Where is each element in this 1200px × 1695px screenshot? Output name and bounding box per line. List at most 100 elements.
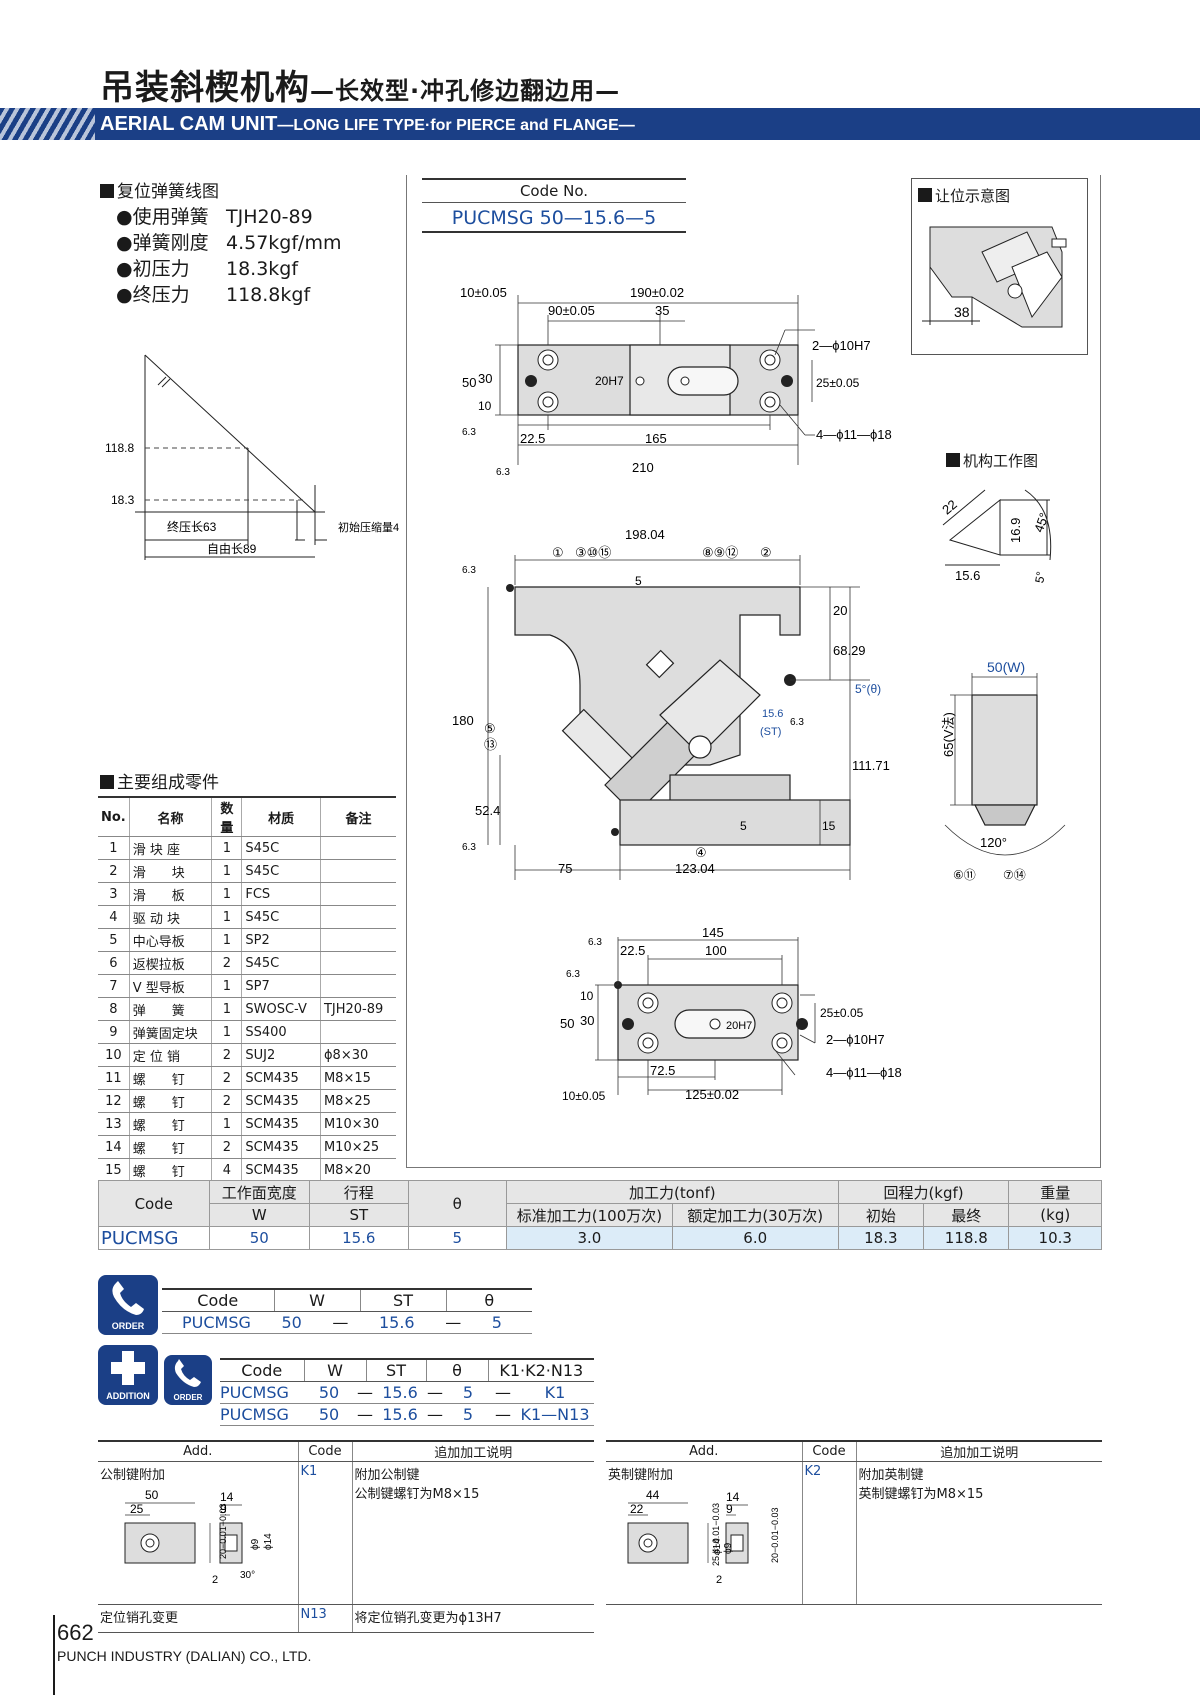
bottom-dim-5: 6.3 (566, 969, 580, 980)
front-dim-11: 180 (452, 713, 474, 728)
working-title-text: 机构工作图 (963, 452, 1039, 470)
order-sep: — (332, 1312, 349, 1332)
part-qty: 2 (211, 1043, 242, 1067)
add-h-code: Code (220, 1358, 304, 1382)
part-remark: M10×25 (319, 1135, 396, 1159)
front-dim-24: 123.04 (675, 861, 715, 876)
front-dim-21: ④ (695, 845, 707, 860)
addr-r1-cell: 英制键附加 44 22 14 9 25.4−0.01−0.03 (606, 1461, 802, 1605)
front-dim-20: 15 (822, 819, 836, 833)
band-stripes (0, 108, 95, 140)
addr-r1-desc2: 英制键螺钉为M8×15 (858, 1487, 984, 1502)
order2-sep: — (495, 1382, 511, 1402)
addr-h-code: Code (801, 1440, 856, 1462)
add-h-theta: θ (425, 1358, 488, 1382)
bottom-dim-2: 6.3 (588, 937, 602, 948)
bottom-dim-3: 22.5 (620, 943, 645, 958)
page-title: 吊装斜楔机构—长效型·冲孔修边翻边用— (100, 60, 620, 109)
addr-dim: 20−0.01−0.03 (770, 1507, 780, 1563)
part-no: 11 (98, 1066, 130, 1090)
square-bullet-icon (946, 453, 960, 467)
work-dim-1: 22 (939, 497, 960, 518)
spec-stroke: 15.6 (309, 1226, 409, 1250)
part-remark (319, 974, 396, 998)
addr-dim: ϕ14 (712, 1538, 723, 1555)
addl-r2-name: 定位销孔变更 (98, 1604, 298, 1633)
parts-section-title: 主要组成零件 (100, 768, 219, 793)
side-callout-1: ⑥⑪ (953, 868, 976, 882)
english-title: AERIAL CAM UNIT—LONG LIFE TYPE·for PIERC… (100, 113, 635, 136)
plus-icon (111, 1351, 145, 1385)
part-material: S45C (241, 836, 321, 860)
free-length-label: 自由长89 (207, 542, 257, 556)
spec-h-weight: 重量 (1008, 1180, 1102, 1204)
order2-sep: — (427, 1404, 443, 1424)
addr-r1-code: K2 (801, 1461, 856, 1605)
addr-r1-name: 英制键附加 (608, 1468, 674, 1483)
col-qty: 数量 (211, 796, 242, 837)
top-dim-10: 25±0.05 (816, 376, 860, 390)
part-no: 2 (98, 859, 130, 883)
spec-code: PUCMSG (98, 1226, 210, 1250)
part-material: S45C (241, 951, 321, 975)
front-dim-1: 198.04 (625, 527, 665, 542)
part-remark (319, 836, 396, 860)
part-material: SCM435 (241, 1066, 321, 1090)
part-remark: M8×20 (319, 1158, 396, 1182)
addl-r1-desc1: 附加公制键 (354, 1468, 420, 1483)
part-name: 弹簧固定块 (128, 1020, 212, 1044)
spec-h-stroke-sym: ST (309, 1203, 409, 1227)
work-dim-4: 15.6 (955, 568, 980, 583)
part-qty: 1 (211, 1112, 242, 1136)
side-callout-2: ⑦⑭ (1003, 868, 1026, 882)
part-name: V 型导板 (128, 974, 212, 998)
part-qty: 1 (211, 859, 242, 883)
spec-h-stroke: 行程 (309, 1180, 409, 1204)
part-remark (319, 905, 396, 929)
order2-value: 15.6 (382, 1382, 418, 1402)
addl-r2-desc: 将定位销孔变更为ϕ13H7 (351, 1604, 594, 1633)
part-name: 螺 钉 (128, 1112, 212, 1136)
order2-sep: — (357, 1404, 373, 1424)
part-qty: 4 (211, 1158, 242, 1182)
initial-compression-label: 初始压缩量4 (338, 520, 399, 534)
spec-label: ●使用弹簧 (116, 206, 209, 228)
spec-value: 118.8kgf (226, 284, 311, 306)
clearance-title: 让位示意图 (918, 185, 1010, 206)
add-h-w: W (303, 1358, 366, 1382)
front-dim-22: 6.3 (462, 842, 476, 853)
addr-dim: 14 (726, 1490, 740, 1504)
part-remark: M8×15 (319, 1066, 396, 1090)
side-w-label: 50(W) (987, 659, 1025, 675)
top-dim-1: 10±0.05 (460, 285, 507, 300)
addl-r1-desc: 附加公制键 公制键螺钉为M8×15 (351, 1461, 594, 1605)
top-dim-3: 90±0.05 (548, 303, 595, 318)
part-remark: TJH20-89 (319, 997, 396, 1021)
addl-r1-name: 公制键附加 (100, 1468, 166, 1483)
front-dim-4: ⑧⑨⑫ (702, 545, 738, 560)
square-bullet-icon (918, 188, 932, 202)
page-number: 662 (57, 1620, 94, 1645)
english-title-sub: —LONG LIFE TYPE·for PIERCE and FLANGE— (277, 117, 635, 134)
side-view-drawing: 50(W) 65(V法) 120° ⑥⑪ ⑦⑭ (941, 659, 1066, 882)
part-no: 4 (98, 905, 130, 929)
order2-value: 15.6 (382, 1404, 418, 1424)
english-title-main: AERIAL CAM UNIT (100, 113, 278, 135)
addition-badge-label: ADDITION (106, 1391, 150, 1401)
part-qty: 1 (211, 882, 242, 906)
front-dim-16: 6.3 (790, 717, 804, 728)
title-band (0, 108, 1200, 140)
square-bullet-icon (100, 184, 114, 198)
bottom-dim-12: 72.5 (650, 1063, 675, 1078)
part-name: 驱 动 块 (128, 905, 212, 929)
front-dim-14: 15.6 (762, 708, 783, 720)
bottom-dim-1: 145 (702, 925, 724, 940)
bottom-dim-7: 50 (560, 1016, 574, 1031)
spec-h-ret-final: 最终 (923, 1203, 1010, 1227)
spec-label: ●初压力 (116, 258, 190, 280)
bottom-dim-15: 125±0.02 (685, 1087, 739, 1102)
